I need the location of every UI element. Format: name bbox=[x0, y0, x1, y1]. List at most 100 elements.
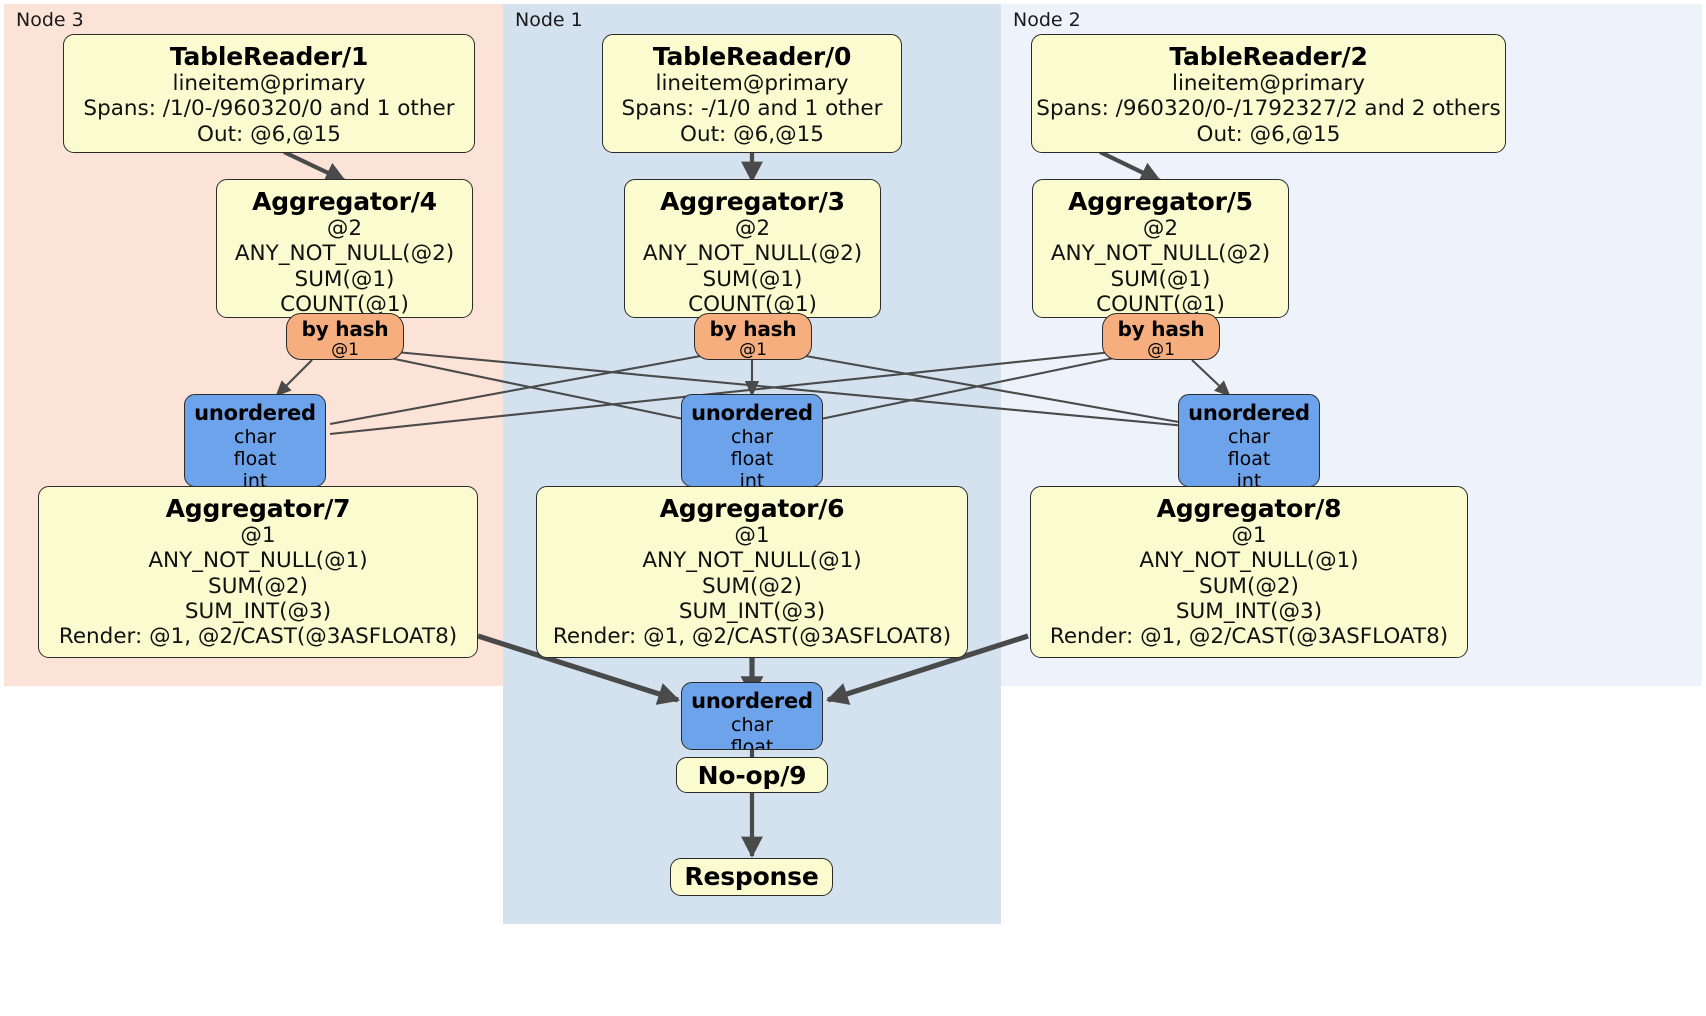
tablereader-1-out: Out: @6,@15 bbox=[197, 121, 341, 147]
aggregator-8-agg-2: SUM(@2) bbox=[1199, 573, 1299, 599]
box-tablereader-1[interactable]: TableReader/1 lineitem@primary Spans: /1… bbox=[63, 34, 475, 153]
aggregator-4-title: Aggregator/4 bbox=[252, 187, 437, 216]
receiver-unordered-left-title: unordered bbox=[194, 401, 316, 425]
receiver-unordered-mid[interactable]: unordered char float int bbox=[681, 394, 823, 487]
aggregator-8-render: Render: @1, @2/CAST(@3ASFLOAT8) bbox=[1049, 623, 1449, 649]
router-by-hash-right[interactable]: by hash @1 bbox=[1102, 313, 1220, 360]
receiver-unordered-right-type-2: float bbox=[1227, 447, 1271, 470]
tablereader-1-title: TableReader/1 bbox=[169, 42, 369, 71]
receiver-unordered-final-type-2: float bbox=[730, 735, 774, 750]
box-tablereader-0[interactable]: TableReader/0 lineitem@primary Spans: -/… bbox=[602, 34, 902, 153]
edge-byhash-right-to-unordered-left bbox=[329, 350, 1113, 436]
edge-byhash-right-to-unordered-right bbox=[1191, 359, 1231, 397]
box-aggregator-3[interactable]: Aggregator/3 @2 ANY_NOT_NULL(@2) SUM(@1)… bbox=[624, 179, 881, 318]
router-by-hash-left-title: by hash bbox=[301, 317, 389, 341]
tablereader-0-title: TableReader/0 bbox=[652, 42, 852, 71]
tablereader-1-spans: Spans: /1/0-/960320/0 and 1 other bbox=[83, 96, 455, 122]
aggregator-7-agg-2: SUM(@2) bbox=[208, 573, 308, 599]
receiver-unordered-left[interactable]: unordered char float int bbox=[184, 394, 326, 487]
aggregator-6-groupcols: @1 bbox=[734, 523, 770, 549]
aggregator-3-agg-3: COUNT(@1) bbox=[688, 291, 817, 317]
aggregator-8-agg-3: SUM_INT(@3) bbox=[1175, 598, 1323, 624]
aggregator-4-groupcols: @2 bbox=[326, 216, 363, 242]
edge-byhash-mid-to-unordered-right bbox=[799, 353, 1191, 426]
tablereader-2-title: TableReader/2 bbox=[1169, 42, 1368, 71]
receiver-unordered-mid-type-1: char bbox=[731, 425, 773, 448]
box-aggregator-8[interactable]: Aggregator/8 @1 ANY_NOT_NULL(@1) SUM(@2)… bbox=[1030, 486, 1468, 658]
receiver-unordered-right[interactable]: unordered char float int bbox=[1178, 394, 1320, 487]
aggregator-5-groupcols: @2 bbox=[1142, 216, 1179, 242]
box-response[interactable]: Response bbox=[670, 858, 833, 896]
receiver-unordered-final-title: unordered bbox=[691, 689, 813, 713]
aggregator-4-agg-1: ANY_NOT_NULL(@2) bbox=[234, 241, 455, 267]
edge-tablereader1-to-aggregator4 bbox=[283, 150, 347, 183]
response-title: Response bbox=[684, 862, 819, 891]
aggregator-6-agg-3: SUM_INT(@3) bbox=[678, 598, 826, 624]
box-aggregator-4[interactable]: Aggregator/4 @2 ANY_NOT_NULL(@2) SUM(@1)… bbox=[216, 179, 473, 318]
aggregator-4-agg-3: COUNT(@1) bbox=[280, 291, 409, 317]
receiver-unordered-right-type-1: char bbox=[1228, 425, 1270, 448]
receiver-unordered-mid-type-2: float bbox=[730, 447, 774, 470]
aggregator-4-agg-2: SUM(@1) bbox=[294, 266, 395, 292]
aggregator-3-groupcols: @2 bbox=[734, 216, 771, 242]
receiver-unordered-mid-type-3: int bbox=[739, 470, 765, 487]
panel-node-3-label: Node 3 bbox=[16, 9, 84, 31]
box-aggregator-6[interactable]: Aggregator/6 @1 ANY_NOT_NULL(@1) SUM(@2)… bbox=[536, 486, 968, 658]
aggregator-6-render: Render: @1, @2/CAST(@3ASFLOAT8) bbox=[552, 623, 952, 649]
receiver-unordered-right-type-3: int bbox=[1236, 470, 1262, 487]
aggregator-6-agg-2: SUM(@2) bbox=[702, 573, 802, 599]
tablereader-0-out: Out: @6,@15 bbox=[680, 121, 824, 147]
aggregator-7-render: Render: @1, @2/CAST(@3ASFLOAT8) bbox=[58, 623, 458, 649]
aggregator-5-agg-2: SUM(@1) bbox=[1110, 266, 1211, 292]
router-by-hash-left[interactable]: by hash @1 bbox=[286, 313, 404, 360]
router-by-hash-mid[interactable]: by hash @1 bbox=[694, 313, 812, 360]
box-aggregator-5[interactable]: Aggregator/5 @2 ANY_NOT_NULL(@2) SUM(@1)… bbox=[1032, 179, 1289, 318]
edge-tablereader2-to-aggregator5 bbox=[1099, 150, 1162, 183]
receiver-unordered-right-title: unordered bbox=[1188, 401, 1310, 425]
edge-byhash-left-to-unordered-left bbox=[275, 359, 313, 397]
aggregator-3-agg-2: SUM(@1) bbox=[702, 266, 803, 292]
aggregator-8-groupcols: @1 bbox=[1231, 523, 1267, 549]
aggregator-5-agg-3: COUNT(@1) bbox=[1096, 291, 1225, 317]
edge-aggregator8-to-unordered-final bbox=[826, 633, 1029, 705]
aggregator-7-groupcols: @1 bbox=[240, 523, 276, 549]
router-by-hash-mid-col: @1 bbox=[739, 340, 767, 360]
noop-9-title: No-op/9 bbox=[697, 761, 807, 790]
tablereader-0-spans: Spans: -/1/0 and 1 other bbox=[621, 96, 883, 122]
router-by-hash-left-col: @1 bbox=[331, 340, 359, 360]
aggregator-8-agg-1: ANY_NOT_NULL(@1) bbox=[1139, 548, 1359, 574]
aggregator-7-agg-1: ANY_NOT_NULL(@1) bbox=[148, 548, 368, 574]
tablereader-0-table: lineitem@primary bbox=[655, 71, 849, 97]
box-tablereader-2[interactable]: TableReader/2 lineitem@primary Spans: /9… bbox=[1031, 34, 1506, 153]
tablereader-2-out: Out: @6,@15 bbox=[1196, 121, 1341, 147]
panel-node-1-label: Node 1 bbox=[515, 9, 583, 31]
tablereader-2-table: lineitem@primary bbox=[1171, 71, 1366, 97]
receiver-unordered-left-type-3: int bbox=[242, 470, 268, 487]
router-by-hash-right-col: @1 bbox=[1147, 340, 1175, 360]
edge-byhash-left-to-unordered-right bbox=[395, 350, 1187, 428]
aggregator-6-title: Aggregator/6 bbox=[659, 494, 845, 523]
aggregator-5-agg-1: ANY_NOT_NULL(@2) bbox=[1050, 241, 1271, 267]
receiver-unordered-mid-title: unordered bbox=[691, 401, 813, 425]
tablereader-2-spans: Spans: /960320/0-/1792327/2 and 2 others bbox=[1036, 96, 1501, 122]
tablereader-1-table: lineitem@primary bbox=[172, 71, 366, 97]
aggregator-3-title: Aggregator/3 bbox=[660, 187, 845, 216]
box-aggregator-7[interactable]: Aggregator/7 @1 ANY_NOT_NULL(@1) SUM(@2)… bbox=[38, 486, 478, 658]
panel-node-2-label: Node 2 bbox=[1013, 9, 1081, 31]
aggregator-8-title: Aggregator/8 bbox=[1156, 494, 1342, 523]
router-by-hash-mid-title: by hash bbox=[709, 317, 797, 341]
aggregator-5-title: Aggregator/5 bbox=[1068, 187, 1253, 216]
receiver-unordered-left-type-2: float bbox=[233, 447, 277, 470]
receiver-unordered-final-type-1: char bbox=[731, 713, 773, 736]
receiver-unordered-left-type-1: char bbox=[234, 425, 276, 448]
edge-aggregator7-to-unordered-final bbox=[477, 633, 680, 705]
router-by-hash-right-title: by hash bbox=[1117, 317, 1205, 341]
edge-byhash-mid-to-unordered-left bbox=[329, 353, 707, 426]
edge-byhash-right-to-unordered-mid bbox=[815, 356, 1115, 422]
box-noop-9[interactable]: No-op/9 bbox=[676, 757, 828, 793]
aggregator-6-agg-1: ANY_NOT_NULL(@1) bbox=[642, 548, 862, 574]
aggregator-7-agg-3: SUM_INT(@3) bbox=[184, 598, 332, 624]
receiver-unordered-final[interactable]: unordered char float bbox=[681, 682, 823, 750]
